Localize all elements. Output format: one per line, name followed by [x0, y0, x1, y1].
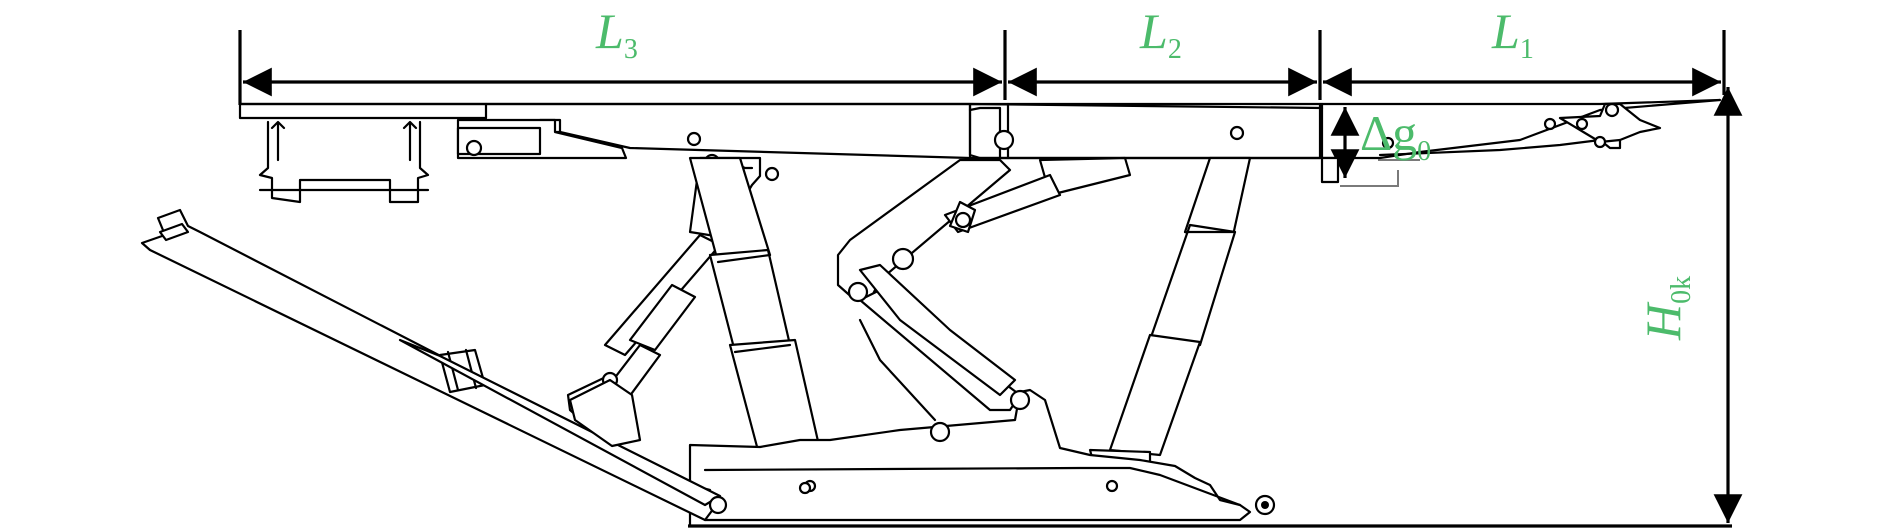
label-l1: L1	[1491, 3, 1534, 65]
canopy	[238, 98, 1722, 184]
main-rear-leg	[688, 156, 822, 472]
front-leg-mid	[1148, 223, 1237, 347]
label-l2: L2	[1139, 3, 1182, 65]
rear-jack-block	[568, 378, 642, 448]
side-guard	[258, 120, 430, 204]
dimension-lines	[238, 30, 1743, 528]
front-leg	[1088, 156, 1252, 472]
rear-canopy-jack	[456, 118, 628, 160]
canopy-pin-2	[993, 129, 1015, 151]
delta-g-leader	[1340, 170, 1399, 187]
canopy-outline	[238, 102, 1324, 160]
push-arm	[140, 208, 812, 522]
upper-link	[836, 158, 1012, 302]
base	[688, 388, 1276, 528]
base-pin-1	[929, 421, 951, 443]
front-beam-hinge	[1558, 102, 1662, 144]
base-pin-2	[1009, 389, 1031, 411]
canopy-pin-1	[686, 131, 702, 147]
canopy-pin-3	[1229, 125, 1245, 141]
lower-link-2	[858, 263, 1017, 397]
long-arm	[140, 208, 722, 522]
dimension-labels: L3 L2 L1 Δg0 H0k	[595, 3, 1697, 341]
front-jack	[1320, 156, 1340, 184]
label-delta-g: Δg0	[1360, 105, 1431, 167]
label-h0k: H0k	[1635, 276, 1697, 341]
rear-leg-mid	[708, 248, 792, 354]
middle-linkage	[836, 158, 1022, 422]
front-upper-jack	[943, 156, 1132, 234]
label-l3: L3	[595, 3, 638, 65]
front-leg-lower	[1108, 333, 1202, 457]
